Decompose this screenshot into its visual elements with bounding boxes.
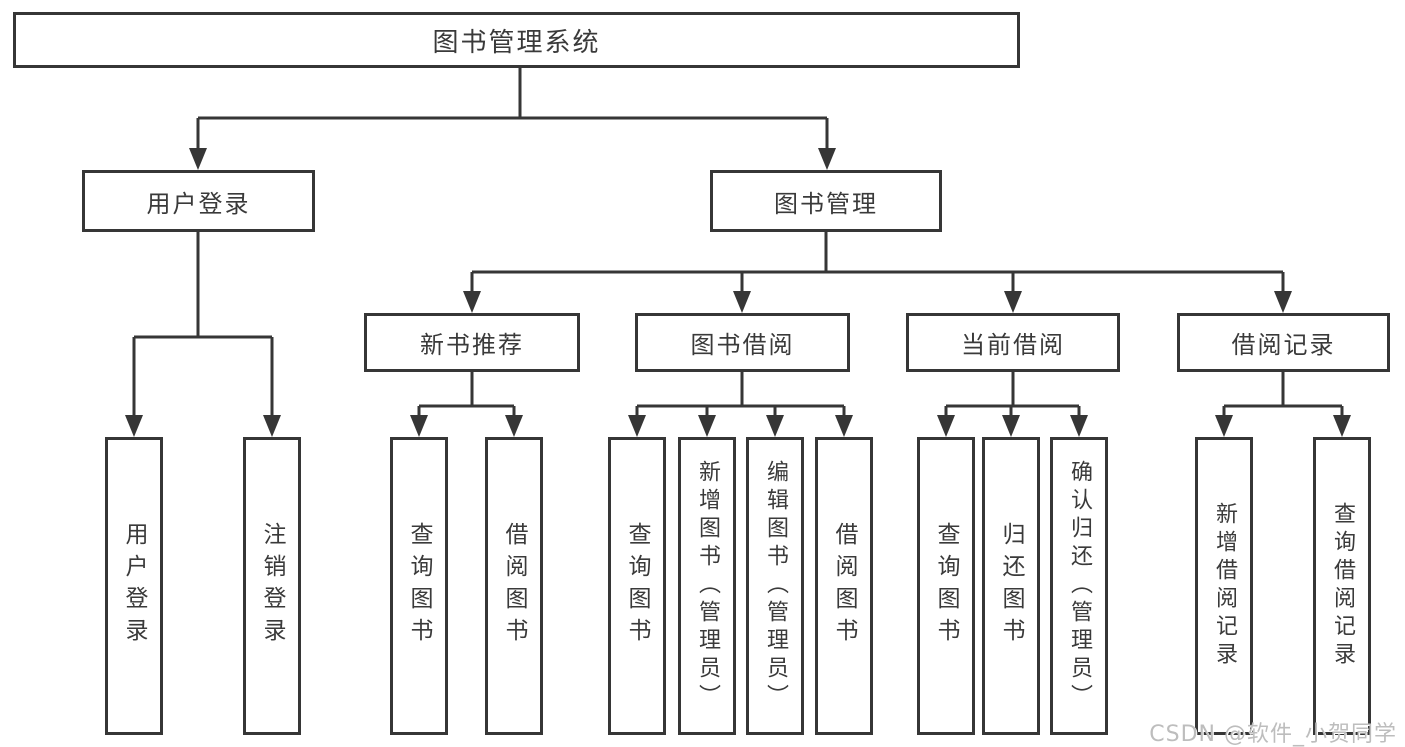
node-user-login: 用户登录	[82, 170, 315, 232]
leaf-confirm-return-admin: 确认归还（管理员）	[1050, 437, 1108, 735]
node-library-management-system: 图书管理系统	[13, 12, 1020, 68]
node-book-management: 图书管理	[710, 170, 942, 232]
watermark: CSDN @软件_小贺同学	[1149, 722, 1397, 747]
leaf-user-login: 用户登录	[105, 437, 163, 735]
leaf-add-book-admin: 新增图书（管理员）	[678, 437, 736, 735]
leaf-borrow-books-recommend: 借阅图书	[485, 437, 543, 735]
leaf-borrow-books-borrowing: 借阅图书	[815, 437, 873, 735]
leaf-add-borrow-record: 新增借阅记录	[1195, 437, 1253, 735]
leaf-query-books-current: 查询图书	[917, 437, 975, 735]
leaf-query-books-recommend: 查询图书	[390, 437, 448, 735]
node-new-book-recommendation: 新书推荐	[364, 313, 580, 372]
node-book-borrowing: 图书借阅	[635, 313, 850, 372]
node-current-borrowing: 当前借阅	[906, 313, 1120, 372]
leaf-logout: 注销登录	[243, 437, 301, 735]
leaf-edit-book-admin: 编辑图书（管理员）	[746, 437, 804, 735]
leaf-query-borrow-record: 查询借阅记录	[1313, 437, 1371, 735]
node-borrowing-records: 借阅记录	[1177, 313, 1390, 372]
leaf-query-books-borrowing: 查询图书	[608, 437, 666, 735]
leaf-return-books: 归还图书	[982, 437, 1040, 735]
